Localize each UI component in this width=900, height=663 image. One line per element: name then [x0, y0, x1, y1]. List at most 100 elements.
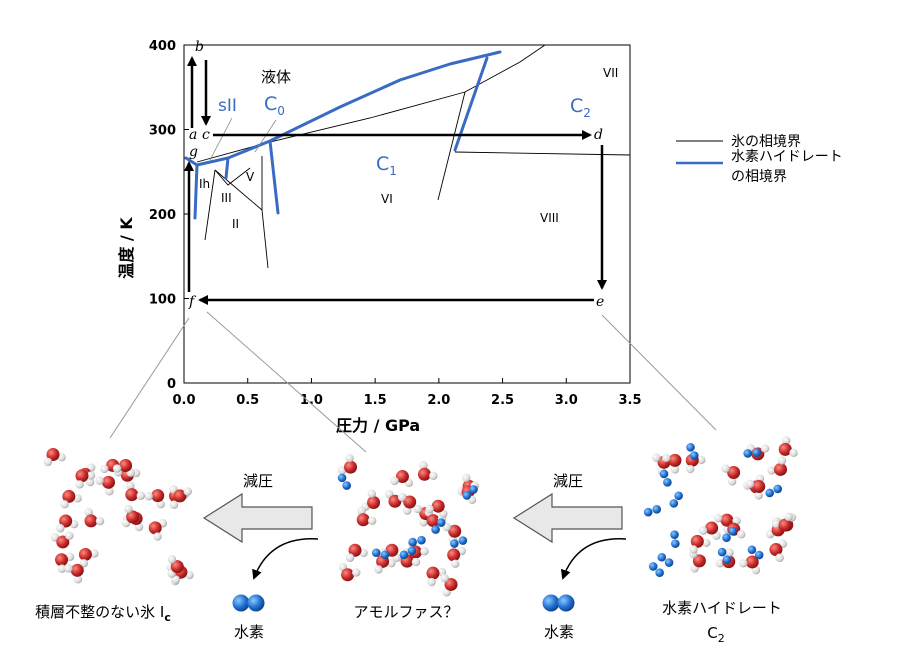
x-tick-label: 1.5: [364, 393, 387, 408]
hydrogen-atom: [112, 464, 122, 473]
hydrogen-atom: [126, 481, 135, 490]
hydrogen-atom: [427, 577, 436, 587]
oxygen-atom: [78, 547, 92, 561]
process-points: b a c d e f g: [188, 39, 604, 310]
hydrogen-atom: [105, 487, 114, 496]
label-ii: II: [232, 217, 239, 231]
h2-atom: [669, 499, 679, 508]
hydrogen-atom: [450, 559, 460, 568]
h2-atom: [450, 539, 459, 548]
hydrogen-atom: [411, 557, 421, 567]
hydrogen-atom: [100, 464, 109, 474]
h2-atom: [399, 550, 409, 560]
h2-atom: [417, 535, 426, 545]
point-a: a: [189, 127, 197, 143]
oxygen-atom: [444, 577, 458, 591]
h2-atom: [458, 536, 468, 545]
h2-atom: [670, 530, 679, 539]
melting-curve-upper: [196, 44, 546, 163]
hydrogen-label-1: 水素: [234, 623, 264, 641]
hydrogen-atom: [75, 480, 84, 489]
oxygen-atom: [119, 458, 133, 472]
ice-ic-caption: 積層不整のない氷 Ic: [35, 603, 171, 624]
hydrogen-atom: [345, 553, 355, 562]
oxygen-atom: [752, 479, 766, 493]
label-viii: VIII: [540, 211, 559, 225]
oxygen-atom: [84, 514, 98, 528]
oxygen-atom: [367, 496, 381, 510]
hydrogen-atom: [57, 564, 67, 573]
hydrogen-atom: [357, 506, 366, 516]
boundary-ih-ii: [204, 169, 216, 241]
oxygen-atom: [148, 521, 162, 535]
label-c0: C0: [264, 93, 285, 118]
oxygen-atom: [690, 534, 704, 548]
release-arrow-1: [252, 538, 319, 580]
y-tick-label: 100: [149, 293, 176, 308]
hydrate-c2-caption-1: 水素ハイドレート: [662, 599, 782, 617]
point-b: b: [195, 39, 204, 55]
y-tick-label: 200: [149, 208, 176, 223]
hydrogen-atom: [43, 457, 53, 467]
label-vi: VI: [381, 192, 393, 206]
hydrogen-atom: [425, 504, 434, 514]
hydrogen-atom: [345, 453, 354, 463]
oxygen-atom: [668, 453, 682, 467]
oxygen-atom: [448, 524, 462, 538]
ice-ic-structure: [43, 447, 194, 586]
hydrogen-atom: [402, 506, 412, 515]
hydrogen-atom: [79, 559, 89, 568]
hydrogen-atom: [727, 477, 737, 486]
leader-lines: [209, 117, 277, 161]
hydrogen-atom: [420, 547, 429, 556]
process-arrows: [184, 56, 607, 305]
hydrogen-atom: [413, 504, 423, 514]
hydrogen-atom: [771, 519, 781, 529]
hydrate-boundary-ih: [193, 163, 199, 220]
oxygen-atom: [125, 488, 139, 502]
decompress-arrow-2: 減圧: [512, 472, 623, 544]
x-tick-label: 3.5: [618, 393, 641, 408]
oxygen-atom: [70, 563, 84, 577]
hydrogen-atom: [387, 558, 396, 568]
h2-atom: [462, 491, 472, 500]
hydrogen-atom: [777, 456, 787, 465]
h2-atom: [436, 518, 446, 527]
h2-atom: [659, 469, 669, 479]
decompress-arrow-1: 減圧: [202, 472, 313, 544]
svg-text:減圧: 減圧: [243, 472, 273, 490]
hydrogen-atom: [73, 494, 82, 503]
oxygen-atom: [102, 475, 116, 489]
hydrate-melting-curve: [184, 50, 502, 167]
h2-molecule-icon-2: [542, 594, 575, 612]
h2-atom: [773, 484, 783, 494]
h2-atom: [655, 568, 664, 578]
oxygen-atom: [56, 535, 70, 549]
point-d: d: [594, 127, 603, 143]
y-tick-label: 0: [167, 377, 176, 392]
h2-atom: [663, 478, 672, 487]
label-c2: C2: [570, 95, 591, 120]
hydrogen-atom: [73, 575, 83, 584]
hydrogen-atom: [698, 526, 708, 535]
y-axis-label: 温度 / K: [117, 217, 136, 280]
legend: 氷の相境界 水素ハイドレート の相境界: [676, 134, 843, 185]
hydrogen-atom: [760, 444, 770, 453]
hydrogen-atom: [367, 489, 376, 498]
hydrogen-atom: [697, 455, 706, 465]
hydrogen-atom: [462, 473, 471, 483]
oxygen-atom: [431, 499, 445, 513]
oxygen-atom: [348, 543, 362, 557]
oxygen-atom: [356, 513, 370, 527]
plot-frame: [183, 44, 631, 384]
label-liquid: 液体: [261, 68, 291, 86]
h2-atom: [648, 562, 658, 571]
label-iii: III: [221, 191, 232, 205]
amorphous-structure: [337, 453, 479, 597]
hydrogen-atom: [775, 553, 784, 562]
hydrogen-atom: [167, 555, 177, 564]
hydrogen-atom: [725, 548, 734, 557]
hydrogen-atom: [440, 573, 449, 583]
oxygen-atom: [344, 460, 358, 474]
point-c: c: [202, 127, 210, 143]
